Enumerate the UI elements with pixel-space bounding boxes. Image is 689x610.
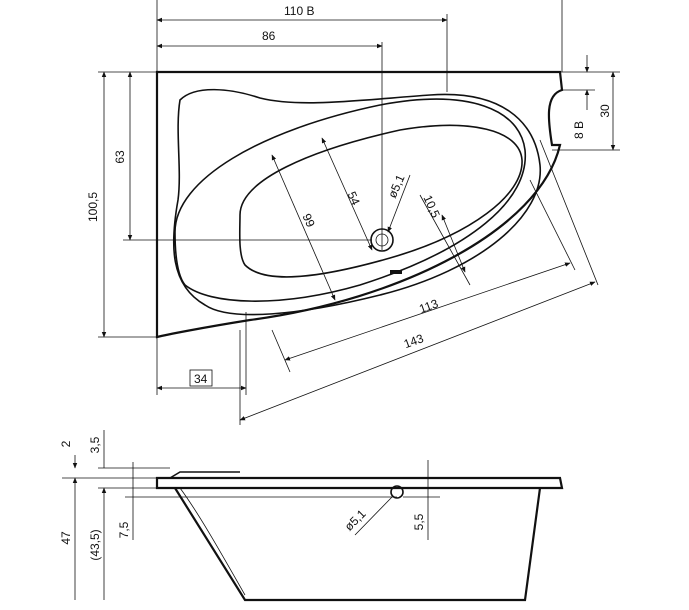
dim-label-86: 86	[262, 29, 276, 43]
dim-label-55: 5,5	[412, 513, 426, 530]
dim-label-8b: 8 B	[572, 121, 586, 139]
ext-line-143-right	[539, 139, 599, 286]
dim-label-54: 54	[345, 189, 363, 207]
dim-label-435: (43,5)	[88, 529, 102, 560]
section-inner-wall	[179, 487, 246, 596]
dim-label-47: 47	[59, 531, 73, 545]
plan-overflow-slot	[390, 270, 402, 274]
dim-line-105	[441, 214, 466, 273]
dim-label-2: 2	[59, 440, 73, 447]
dim-line-54	[321, 137, 373, 251]
dim-label-63: 63	[113, 150, 127, 164]
ext-line-113-left	[271, 329, 291, 373]
plan-view: 110 B 86 100,5 63 30 8 B 99 54 ø5,1	[86, 0, 620, 425]
section-body	[174, 487, 542, 602]
dim-label-75: 7,5	[117, 521, 131, 538]
leader-drain	[387, 174, 411, 233]
section-rim-left-bevel	[169, 471, 240, 479]
ext-line-113-right	[529, 179, 576, 271]
dim-label-143: 143	[402, 331, 426, 351]
dim-label-34: 34	[194, 372, 208, 386]
plan-outer-rim	[155, 70, 564, 339]
section-overflow	[390, 485, 404, 499]
dim-label-35: 3,5	[88, 436, 102, 453]
leader-overflow	[354, 496, 393, 536]
dim-label-drain-diameter: ø5,1	[385, 172, 408, 200]
dim-label-99: 99	[300, 211, 318, 229]
dim-line-143	[239, 281, 596, 421]
dim-label-overflow-diameter: ø5,1	[342, 507, 369, 534]
dim-label-1005: 100,5	[86, 192, 100, 222]
plan-basin-inner	[174, 98, 526, 302]
dim-label-113: 113	[417, 296, 440, 316]
plan-basin-outer	[172, 88, 541, 316]
section-rim	[155, 476, 564, 490]
section-view: 2 3,5 47 (43,5) 7,5 ø5,1 5,5	[59, 430, 564, 602]
dim-label-110b: 110 B	[284, 4, 314, 18]
dim-label-30: 30	[598, 104, 612, 118]
dim-line-99	[271, 154, 336, 301]
dim-box-34	[189, 369, 213, 387]
dim-label-105: 10,5	[421, 193, 443, 220]
